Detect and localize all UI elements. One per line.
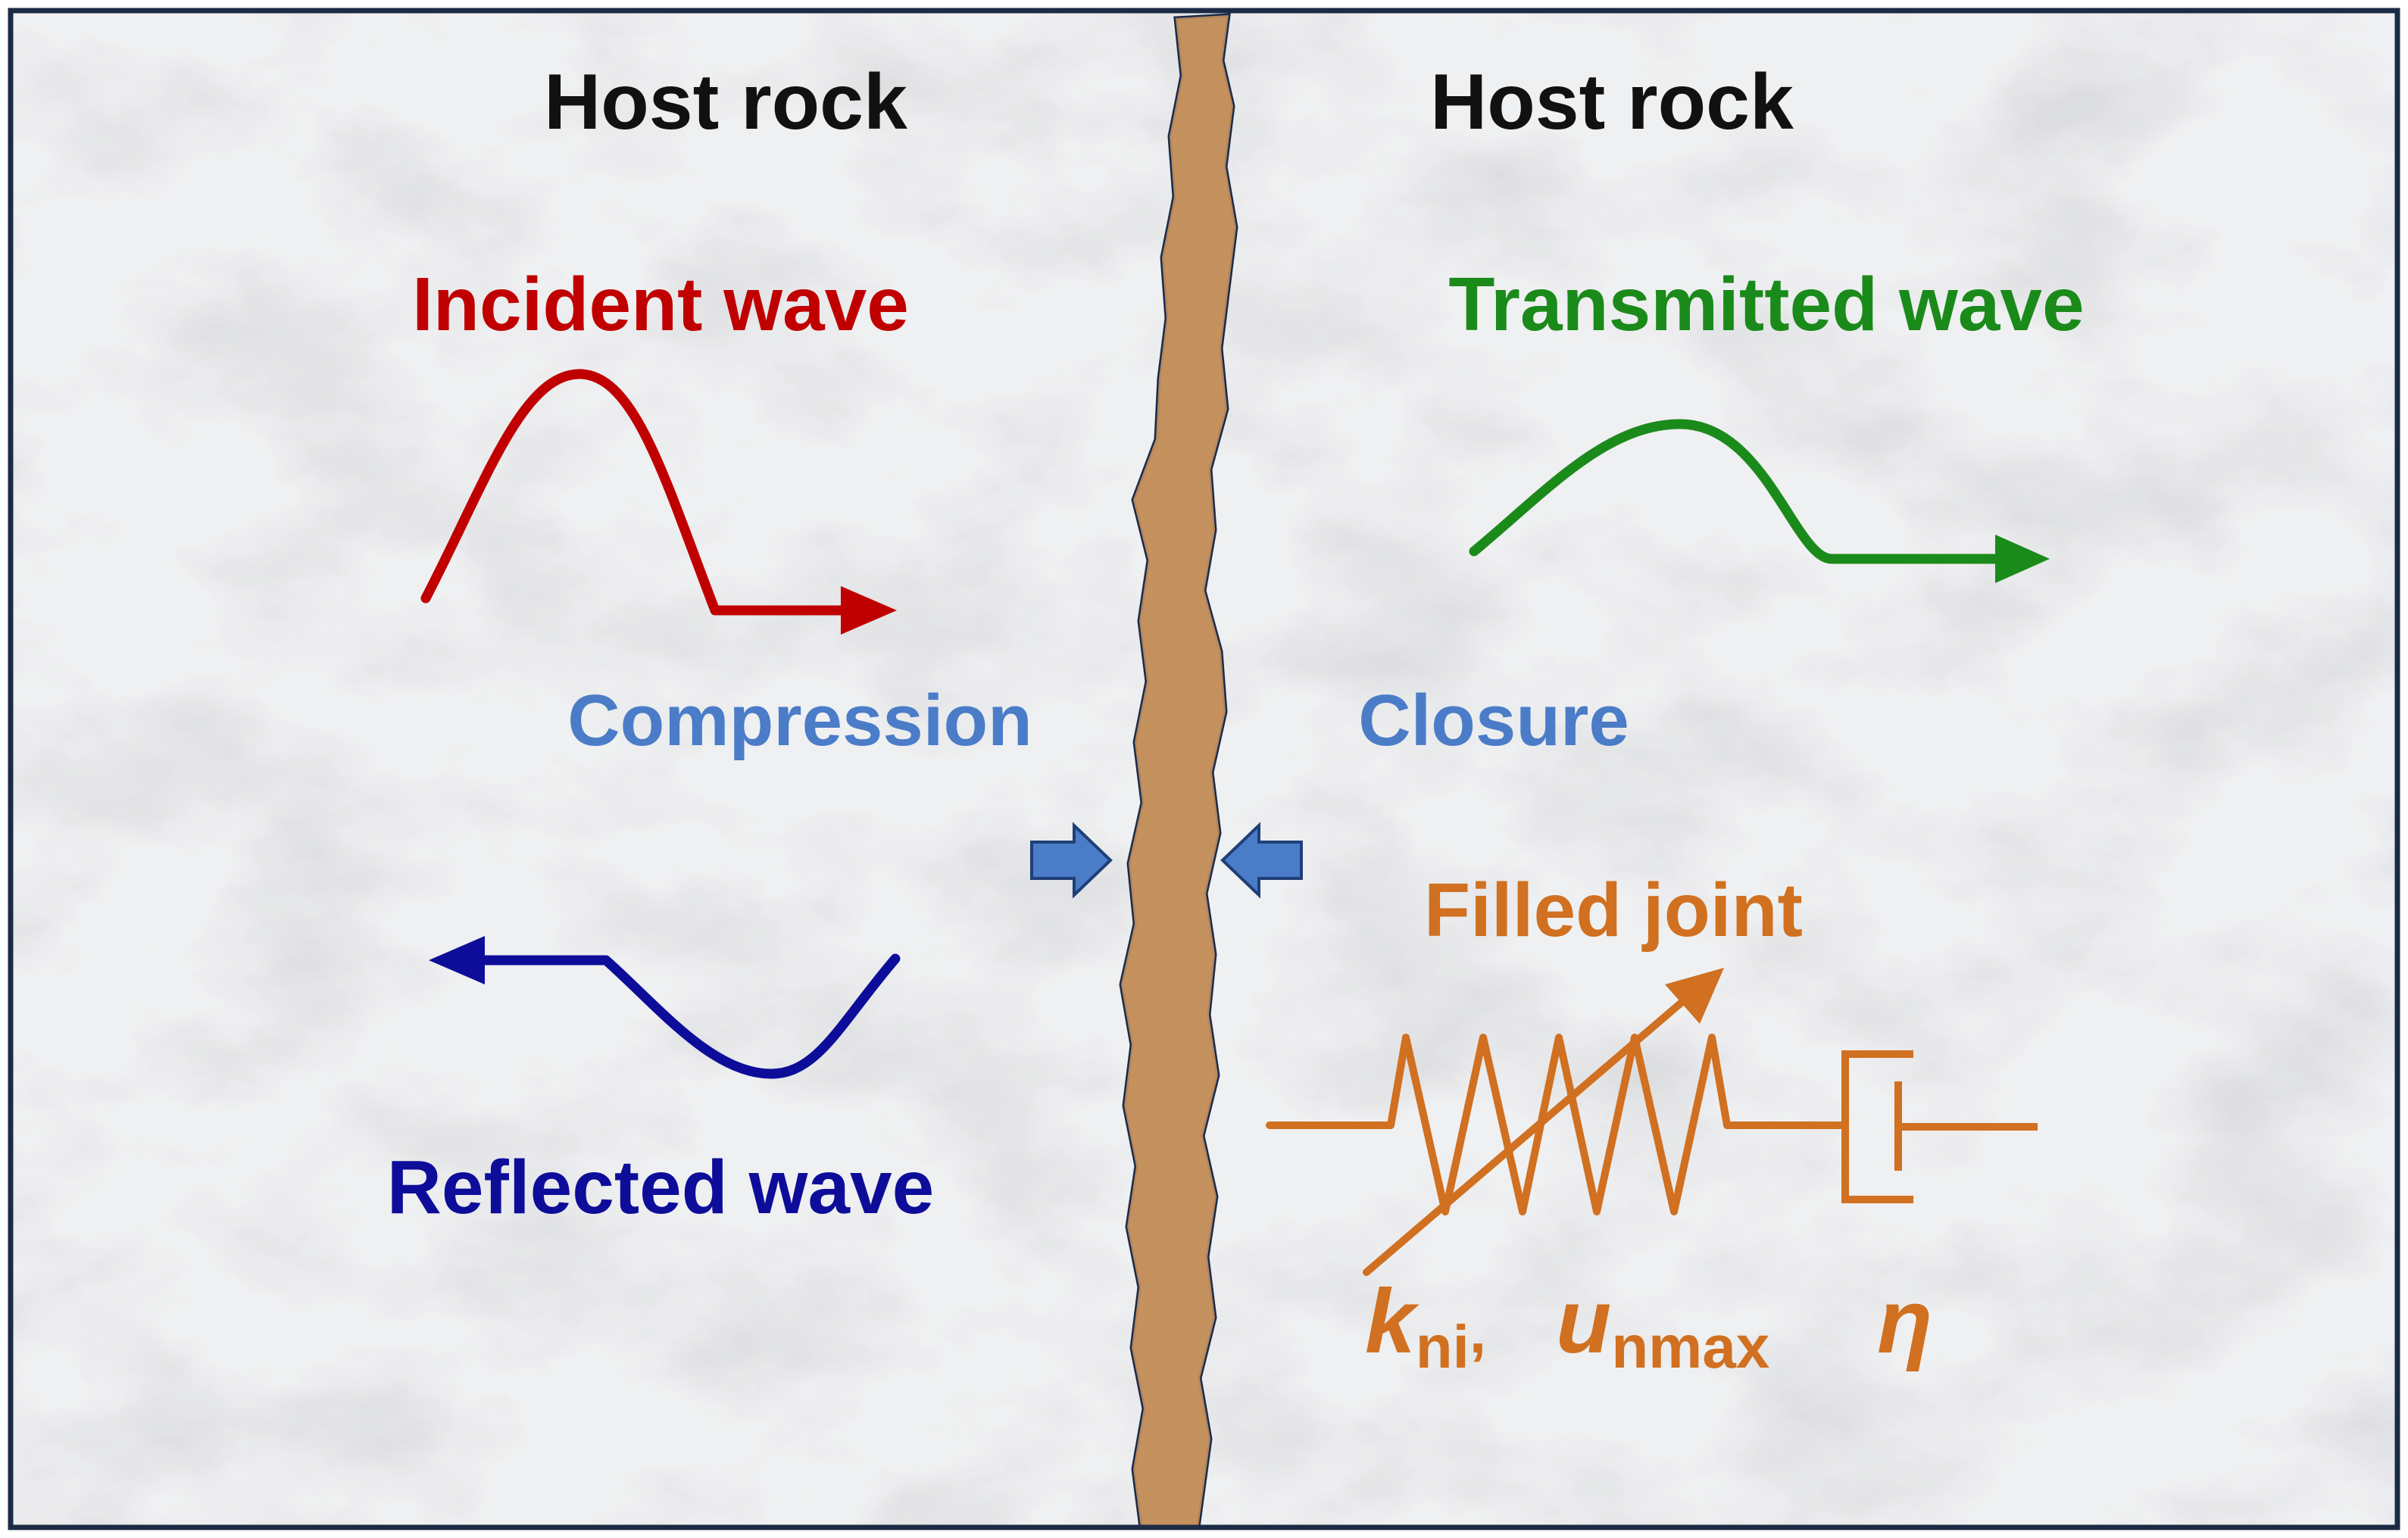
host-rock-left-label: Host rock [544,58,907,146]
stiffness-parameter: kni, [1365,1271,1486,1380]
transmitted-wave-label: Transmitted wave [1448,262,2084,347]
compression-label: Compression [567,680,1032,761]
frame-border [8,8,2400,1530]
compression-arrow-right [1220,822,1303,899]
transmitted-wave-arrow [1469,419,2050,583]
host-rock-right-label: Host rock [1430,58,1794,146]
stiffness-subscript: ni [1416,1313,1469,1380]
displacement-parameter: unmax [1556,1271,1769,1380]
dashpot-element [1841,1050,2038,1203]
displacement-subscript: nmax [1611,1313,1769,1380]
reflected-wave-arrow [429,936,901,1079]
stiffness-symbol: k [1365,1271,1420,1372]
displacement-symbol: u [1556,1271,1611,1372]
compression-arrow-left [1030,822,1113,899]
variable-stiffness-arrow [1363,968,1724,1276]
incident-wave-arrow [420,369,897,635]
filled-joint-label: Filled joint [1424,868,1803,953]
spring-element [1266,1034,1844,1215]
incident-wave-label: Incident wave [412,262,909,347]
closure-label: Closure [1358,680,1629,761]
parameter-separator: , [1469,1298,1486,1365]
reflected-wave-label: Reflected wave [387,1145,935,1230]
viscosity-parameter: η [1877,1271,1932,1372]
